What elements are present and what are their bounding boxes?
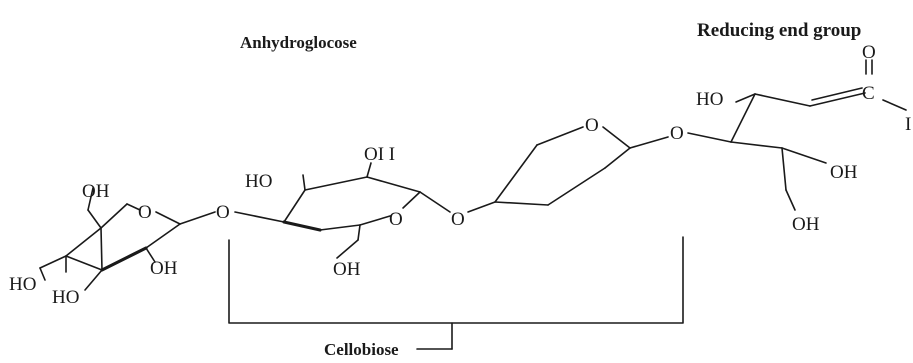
ring-2-oh-top: OI I [364,144,395,165]
glycosidic-oxygen-3: O [670,123,684,144]
ring-2 [234,162,451,259]
cellobiose-bracket [228,236,684,350]
ring-1-oxygen: O [138,202,152,223]
ring-3-oxygen: O [585,115,599,136]
ring-3 [467,126,669,213]
ring-1-ho-left: HO [9,274,36,295]
ring-2-oh-bottom: OH [333,259,361,280]
ring-4-ho: HO [696,89,723,110]
glycosidic-oxygen-1: O [216,202,230,223]
ring-2-ho: HO [245,171,272,192]
carbonyl-carbon: C [862,83,875,104]
reducing-end-label: Reducing end group [697,20,861,41]
glycosidic-oxygen-2: O [451,209,465,230]
ring-1-oh-top: OH [82,181,110,202]
ring-1-oh-c2: OH [150,258,178,279]
anhydroglucose-label: Anhydroglocose [240,33,357,52]
ring-1 [39,187,216,291]
ring-4-oh-right: OH [830,162,858,183]
cellobiose-label: Cellobiose [324,340,399,359]
ring-2-oxygen: O [389,209,403,230]
aldehyde-hydrogen: I [905,114,911,135]
carbonyl-oxygen: O [862,42,876,63]
ring-4 [687,59,907,211]
ring-4-oh-bottom: OH [792,214,820,235]
ring-1-ho-bottom: HO [52,287,79,308]
